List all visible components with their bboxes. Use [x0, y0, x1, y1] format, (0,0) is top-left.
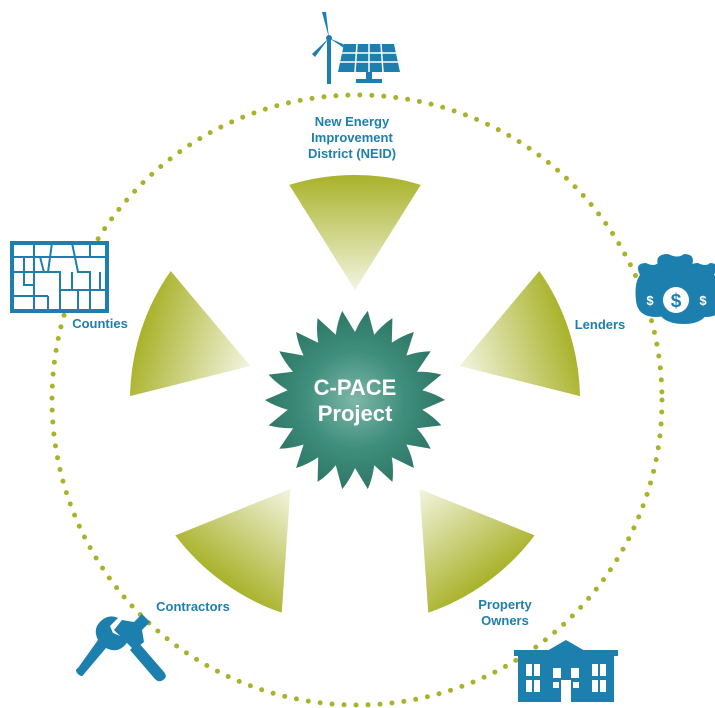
counties-label: Counties: [72, 316, 128, 331]
ray-neid: [289, 175, 421, 290]
node-contractors: Contractors: [156, 599, 230, 614]
building-icon: [514, 640, 618, 702]
owners-label-line1: Property: [478, 597, 532, 612]
ray-property-owners: [419, 488, 535, 613]
svg-text:$: $: [671, 291, 682, 312]
neid-label-line1: New Energy: [315, 114, 390, 129]
neid-label-line2: Improvement: [311, 130, 393, 145]
dotted-ring: [49, 92, 665, 708]
node-counties: Counties: [72, 316, 128, 331]
node-lenders: Lenders: [575, 317, 626, 332]
connector-rays: [130, 175, 580, 613]
tools-icon: [76, 614, 166, 682]
node-property-owners: Property Owners: [478, 597, 532, 628]
owners-label-line2: Owners: [481, 613, 529, 628]
county-map-icon: [10, 241, 109, 313]
center-title-line1: C-PACE: [314, 375, 397, 400]
wind-solar-icon: [312, 12, 400, 84]
ray-counties: [130, 270, 251, 397]
lenders-label: Lenders: [575, 317, 626, 332]
ray-lenders: [459, 270, 580, 397]
neid-label-line3: District (NEID): [308, 146, 396, 161]
svg-text:$: $: [699, 293, 707, 308]
contractors-label: Contractors: [156, 599, 230, 614]
money-bags-icon: $ $ $: [635, 254, 715, 324]
center-title-line2: Project: [318, 401, 393, 426]
node-neid: New Energy Improvement District (NEID): [308, 114, 396, 161]
sun-burst: [265, 310, 445, 490]
svg-text:$: $: [646, 293, 654, 308]
ray-contractors: [175, 488, 291, 613]
